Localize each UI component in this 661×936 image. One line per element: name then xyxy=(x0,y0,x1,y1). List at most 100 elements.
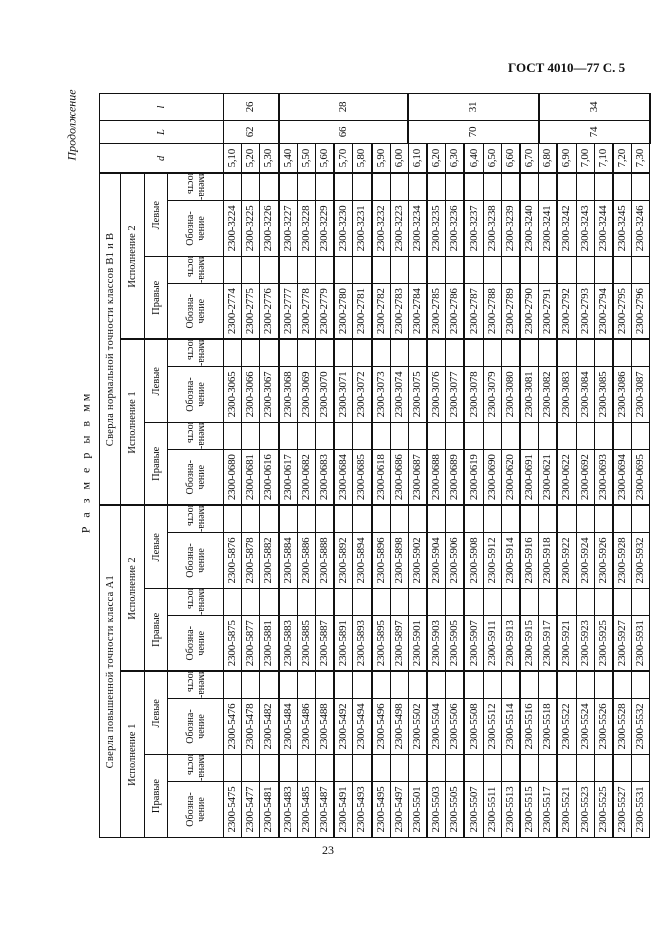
designation-cell: 2300-5922 xyxy=(557,532,577,589)
applicability-cell xyxy=(334,173,353,201)
designation-cell: 2300-5516 xyxy=(520,698,539,755)
l-cell: 34 xyxy=(538,93,650,121)
designation-cell: 2300-3086 xyxy=(612,366,632,423)
designation-cell: 2300-3244 xyxy=(594,200,613,257)
applicability-cell xyxy=(241,173,260,201)
designation-cell: 2300-0621 xyxy=(538,449,558,506)
applicability-cell xyxy=(576,671,595,699)
applicability-cell xyxy=(631,339,650,367)
applicability-cell xyxy=(576,339,595,367)
designation-cell: 2300-0692 xyxy=(576,449,595,506)
applicability-cell xyxy=(464,505,484,533)
designation-cell: 2300-5887 xyxy=(315,615,335,672)
applicability-cell xyxy=(520,505,539,533)
applicability-cell xyxy=(483,256,502,284)
designation-cell: 2300-5911 xyxy=(483,615,502,672)
applicability-cell xyxy=(371,422,391,450)
designation-cell: 2300-5475 xyxy=(223,781,242,838)
designation-cell: 2300-5903 xyxy=(427,615,446,672)
designation-cell: 2300-5906 xyxy=(445,532,465,589)
designation-cell: 2300-2796 xyxy=(631,283,650,340)
designation-cell: 2300-5517 xyxy=(538,781,558,838)
designation-cell: 2300-2778 xyxy=(297,283,316,340)
applicability-cell xyxy=(223,256,242,284)
applicability-cell xyxy=(371,588,391,616)
applicability-cell xyxy=(223,754,242,782)
designation-cell: 2300-3223 xyxy=(390,200,409,257)
applicability-cell xyxy=(594,339,613,367)
applicability-header-cell: Примена- емость xyxy=(167,173,224,201)
applicability-cell xyxy=(631,671,650,699)
designation-cell: 2300-5523 xyxy=(576,781,595,838)
designation-cell: 2300-5477 xyxy=(241,781,260,838)
designation-cell: 2300-5511 xyxy=(483,781,502,838)
applicability-header: Примена- емость xyxy=(184,256,207,283)
applicability-cell xyxy=(427,339,446,367)
designation-cell: 2300-5485 xyxy=(297,781,316,838)
applicability-cell xyxy=(297,256,316,284)
applicability-cell xyxy=(483,422,502,450)
designation-cell: 2300-2779 xyxy=(315,283,335,340)
designation-cell: 2300-5886 xyxy=(297,532,316,589)
designation-cell: 2300-3070 xyxy=(315,366,335,423)
designation-cell: 2300-0688 xyxy=(427,449,446,506)
applicability-cell xyxy=(631,173,650,201)
applicability-cell xyxy=(538,339,558,367)
applicability-cell xyxy=(427,422,446,450)
applicability-cell xyxy=(594,256,613,284)
designation-cell: 2300-5898 xyxy=(390,532,409,589)
page-number: 23 xyxy=(322,843,334,857)
applicability-header-cell: Примена- емость xyxy=(167,671,224,699)
applicability-header: Примена- емость xyxy=(184,671,207,699)
L-cell: 70 xyxy=(408,120,539,144)
designation-cell: 2300-5505 xyxy=(445,781,465,838)
designation-cell: 2300-5486 xyxy=(297,698,316,755)
designation-cell: 2300-5498 xyxy=(390,698,409,755)
applicability-cell xyxy=(445,256,465,284)
designation-cell: 2300-5482 xyxy=(259,698,279,755)
designation-header: Обозна- чение xyxy=(167,283,224,340)
designation-cell: 2300-5931 xyxy=(631,615,650,672)
applicability-cell xyxy=(464,256,484,284)
designation-cell: 2300-2782 xyxy=(371,283,391,340)
designation-cell: 2300-3081 xyxy=(520,366,539,423)
applicability-cell xyxy=(538,671,558,699)
applicability-cell xyxy=(278,339,298,367)
L-cell: 74 xyxy=(538,120,650,144)
applicability-cell xyxy=(297,588,316,616)
applicability-cell xyxy=(483,588,502,616)
designation-cell: 2300-5907 xyxy=(464,615,484,672)
designation-cell: 2300-5493 xyxy=(352,781,372,838)
designation-cell: 2300-5882 xyxy=(259,532,279,589)
applicability-cell xyxy=(427,256,446,284)
designation-cell: 2300-5487 xyxy=(315,781,335,838)
designation-cell: 2300-5492 xyxy=(334,698,353,755)
applicability-cell xyxy=(352,256,372,284)
d-cell: 7,20 xyxy=(612,143,632,174)
b-isp1-header: Исполнение 1 xyxy=(120,339,145,506)
l-cell: 28 xyxy=(278,93,409,121)
designation-cell: 2300-2790 xyxy=(520,283,539,340)
designation-cell: 2300-5476 xyxy=(223,698,242,755)
designation-cell: 2300-3083 xyxy=(557,366,577,423)
designation-cell: 2300-3077 xyxy=(445,366,465,423)
designation-cell: 2300-5897 xyxy=(390,615,409,672)
applicability-cell xyxy=(241,422,260,450)
designation-cell: 2300-0619 xyxy=(464,449,484,506)
designation-cell: 2300-3082 xyxy=(538,366,558,423)
designation-cell: 2300-5916 xyxy=(520,532,539,589)
applicability-cell xyxy=(612,754,632,782)
applicability-cell xyxy=(297,754,316,782)
designation-cell: 2300-5908 xyxy=(464,532,484,589)
designation-cell: 2300-5923 xyxy=(576,615,595,672)
designation-cell: 2300-5524 xyxy=(576,698,595,755)
applicability-cell xyxy=(557,422,577,450)
applicability-cell xyxy=(557,256,577,284)
applicability-cell xyxy=(520,339,539,367)
applicability-cell xyxy=(371,256,391,284)
designation-cell: 2300-5928 xyxy=(612,532,632,589)
